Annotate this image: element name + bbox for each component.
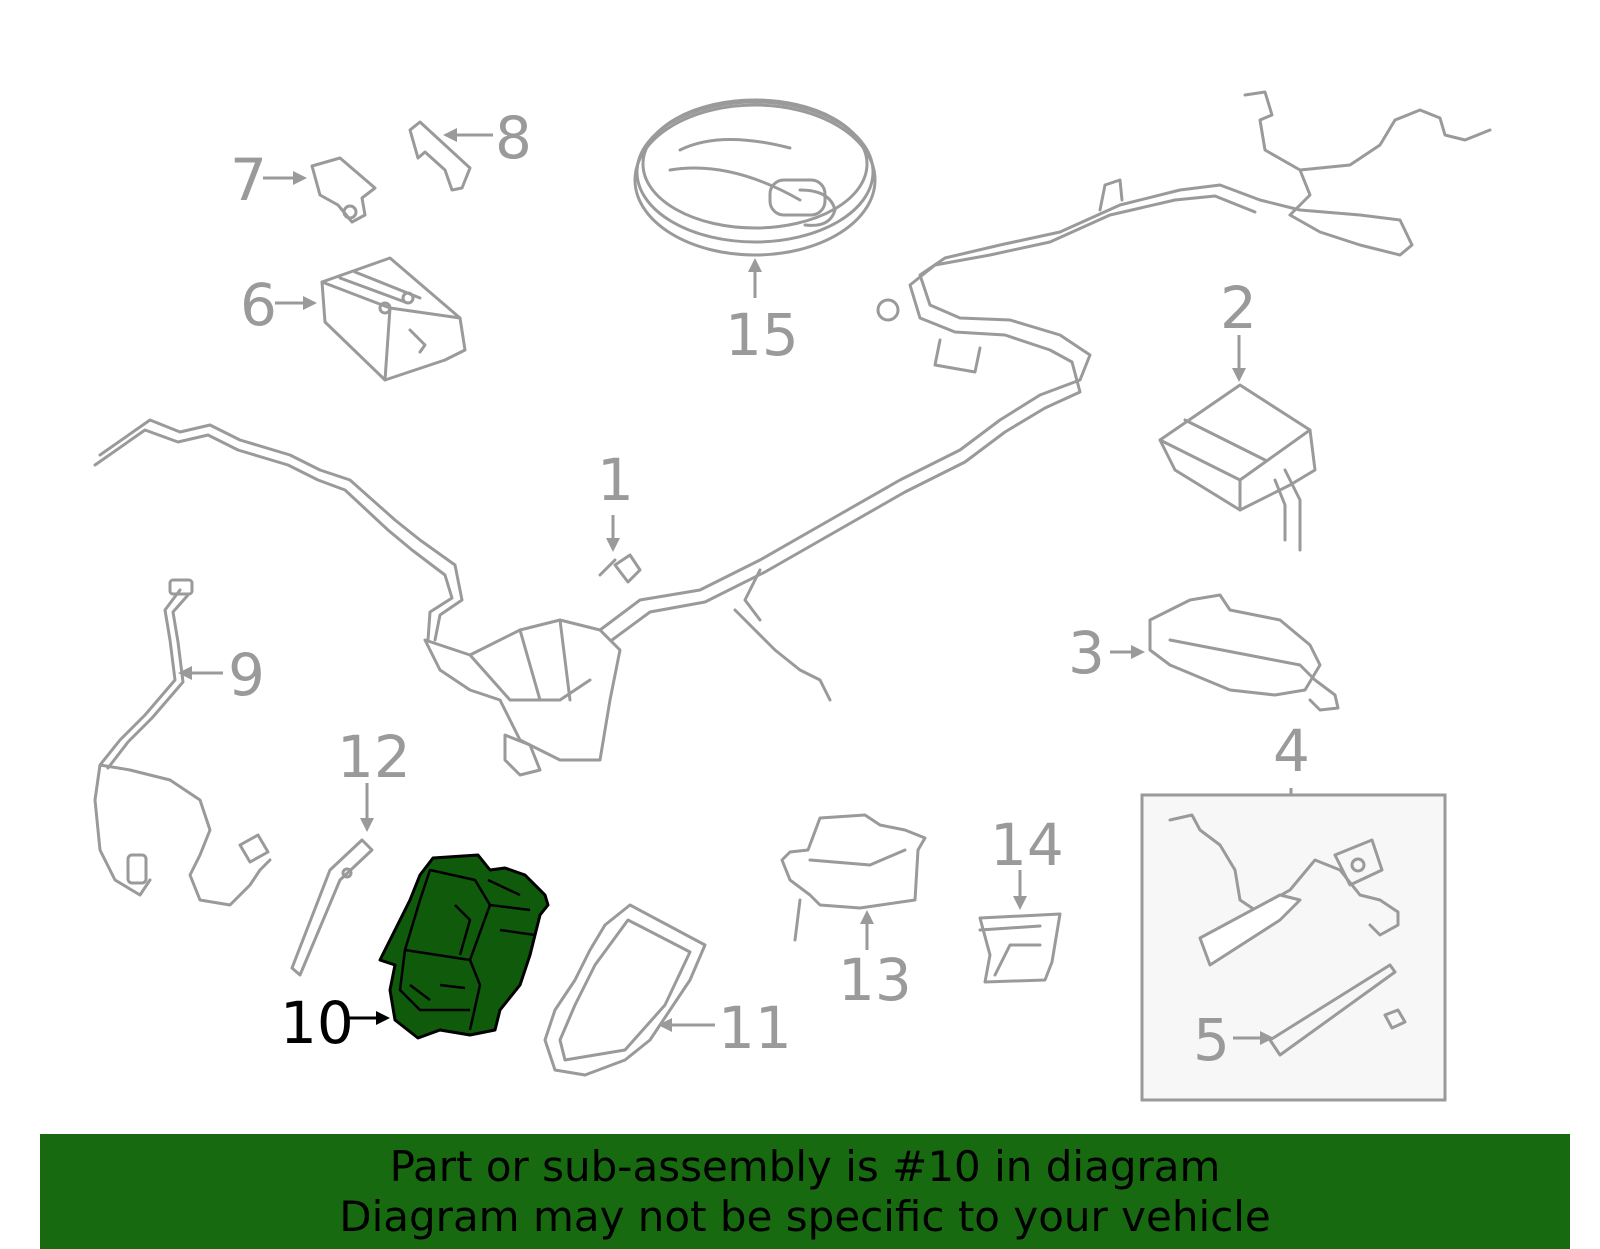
- part-7-bracket[interactable]: [310, 156, 377, 224]
- part-3-bracket[interactable]: [1148, 593, 1340, 712]
- callout-10-highlighted: 10: [280, 989, 354, 1057]
- callout-13: 13: [838, 946, 912, 1014]
- part-12-bracket[interactable]: [290, 838, 374, 977]
- part-15-charge-cable[interactable]: [633, 98, 877, 257]
- part-2-module[interactable]: [1158, 383, 1317, 552]
- part-13-bracket[interactable]: [780, 813, 927, 942]
- callout-2: 2: [1220, 274, 1257, 342]
- callout-4: 4: [1273, 717, 1310, 785]
- callout-11: 11: [718, 994, 792, 1062]
- kit-box-4: [1140, 793, 1447, 1102]
- callout-7: 7: [230, 146, 267, 214]
- callout-arrows: [178, 128, 1293, 1045]
- part-11-tray[interactable]: [543, 903, 707, 1077]
- part-6-module[interactable]: [320, 256, 467, 382]
- callout-6: 6: [240, 271, 277, 339]
- callout-3: 3: [1068, 619, 1105, 687]
- banner-line-2: Diagram may not be specific to your vehi…: [339, 1191, 1271, 1241]
- callout-15: 15: [725, 301, 799, 369]
- callout-8: 8: [495, 104, 532, 172]
- callout-14: 14: [990, 811, 1064, 879]
- callout-5: 5: [1193, 1006, 1230, 1074]
- part-10-highlighted-module[interactable]: [378, 853, 550, 1040]
- banner-line-1: Part or sub-assembly is #10 in diagram: [389, 1141, 1221, 1191]
- info-banner: Part or sub-assembly is #10 in diagram D…: [40, 1134, 1570, 1249]
- callout-12: 12: [337, 723, 411, 791]
- callout-1: 1: [597, 446, 634, 514]
- part-1-main-harness[interactable]: [93, 90, 1492, 777]
- part-8-clip[interactable]: [408, 120, 472, 192]
- part-4-harness[interactable]: [1168, 813, 1400, 967]
- callout-9: 9: [228, 641, 265, 709]
- part-5-strip[interactable]: [1268, 963, 1407, 1057]
- part-14-bracket[interactable]: [978, 912, 1062, 984]
- part-9-harness[interactable]: [93, 578, 272, 907]
